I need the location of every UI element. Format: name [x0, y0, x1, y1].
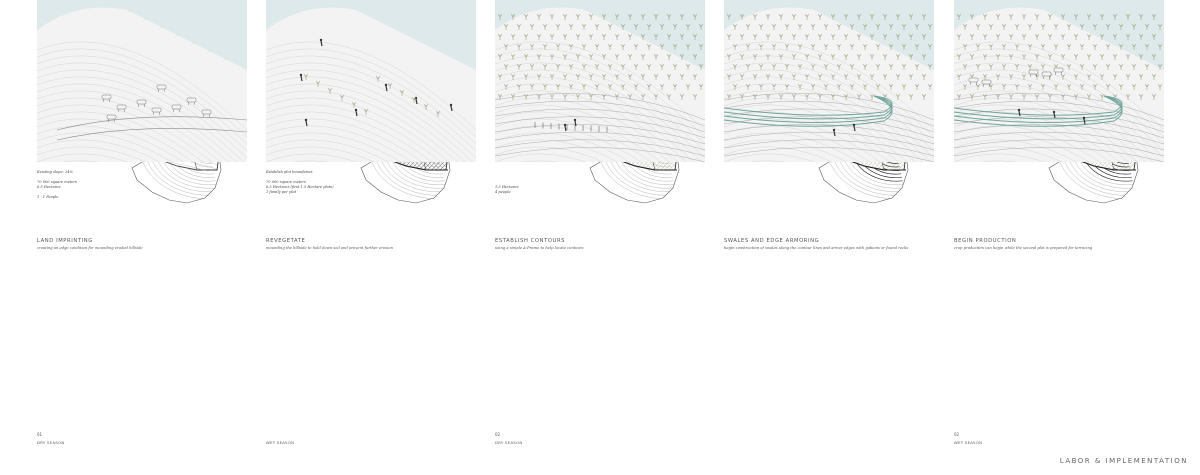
- scene-illustration: [266, 0, 476, 162]
- person-icon: [564, 124, 566, 126]
- stage-title: ESTABLISH CONTOURS: [495, 238, 565, 244]
- stage-season: DRY SEASON: [37, 440, 65, 445]
- animal-icon: [102, 95, 111, 99]
- animal-icon: [107, 115, 116, 119]
- stage-notes: Establish plot boundaries 70 000 square …: [266, 170, 334, 195]
- animal-icon: [1029, 70, 1038, 74]
- stage-subtitle: using a simple A-Frame to help locate co…: [495, 246, 584, 250]
- person-icon: [385, 84, 387, 86]
- person-icon: [355, 109, 357, 111]
- person-icon: [1083, 117, 1085, 119]
- animal-icon: [982, 80, 991, 84]
- animal-icon: [202, 110, 211, 114]
- animal-icon: [172, 105, 181, 109]
- person-icon: [300, 74, 302, 76]
- animal-icon: [152, 108, 161, 112]
- person-icon: [853, 124, 855, 126]
- stage-number: 02: [954, 432, 959, 437]
- animal-icon: [157, 85, 166, 89]
- person-icon: [450, 104, 452, 106]
- stage-establish-contours: 1.5 Hectares 4 people ESTABLISH CONTOURS…: [495, 0, 705, 475]
- stage-number: 01: [37, 432, 42, 437]
- stage-title: SWALES AND EDGE ARMORING: [724, 238, 819, 244]
- stage-season: WET SEASON: [954, 440, 982, 445]
- stage-land-imprinting: Existing slope: 24% 70 000 square meters…: [37, 0, 247, 475]
- animal-icon: [1042, 72, 1051, 76]
- person-icon: [320, 39, 322, 41]
- animal-icon: [1054, 68, 1063, 72]
- stage-subtitle: begin construction of swales along the c…: [724, 246, 908, 250]
- person-icon: [305, 119, 307, 121]
- plate-label: LABOR & IMPLEMENTATION: [1060, 457, 1188, 465]
- scene-illustration: [724, 0, 934, 162]
- stage-number: 02: [495, 432, 500, 437]
- stage-revegetate: Establish plot boundaries 70 000 square …: [266, 0, 476, 475]
- stage-swales-edge-armoring: SWALES AND EDGE ARMORING begin construct…: [724, 0, 934, 475]
- animal-icon: [137, 100, 146, 104]
- stage-subtitle: creating an edge condition for mounding …: [37, 246, 143, 250]
- person-icon: [1018, 109, 1020, 111]
- stage-season: DRY SEASON: [495, 440, 523, 445]
- person-icon: [833, 129, 835, 131]
- scene-illustration: [495, 0, 705, 162]
- stage-begin-production: Move cattles to during dry sea son for g…: [954, 0, 1164, 475]
- stage-title: LAND IMPRINTING: [37, 238, 93, 244]
- scene-illustration: [37, 0, 247, 162]
- stage-subtitle: mounding the hillside to hold down soil …: [266, 246, 393, 250]
- animal-icon: [187, 98, 196, 102]
- person-icon: [574, 119, 576, 121]
- person-icon: [1053, 111, 1055, 113]
- stage-title: REVEGETATE: [266, 238, 305, 244]
- stage-subtitle: crop production can begin while the seco…: [954, 246, 1092, 250]
- scene-illustration: [954, 0, 1164, 162]
- animal-icon: [117, 105, 126, 109]
- stage-title: BEGIN PRODUCTION: [954, 238, 1016, 244]
- stage-notes: 1.5 Hectares 4 people: [495, 185, 518, 195]
- stage-notes: Existing slope: 24% 70 000 square meters…: [37, 170, 77, 200]
- stage-season: WET SEASON: [266, 440, 294, 445]
- animal-icon: [969, 78, 978, 82]
